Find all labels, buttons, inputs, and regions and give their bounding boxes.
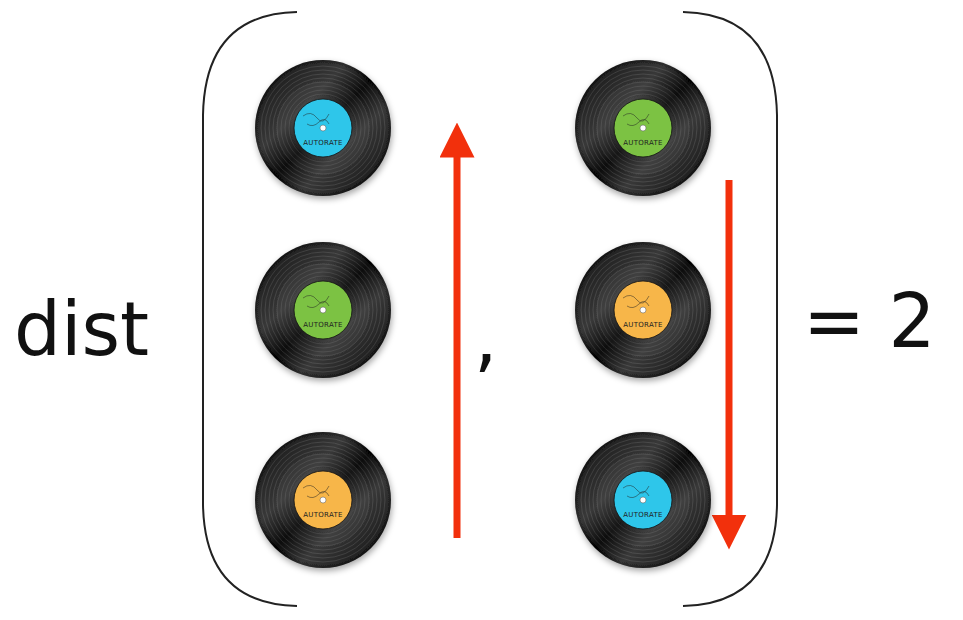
function-name: dist bbox=[14, 292, 149, 366]
vinyl-record: AUTORATE bbox=[253, 58, 393, 198]
record-disc bbox=[253, 58, 393, 198]
up-arrow bbox=[454, 140, 461, 538]
vinyl-record: AUTORATE bbox=[253, 240, 393, 380]
record-label: AUTORATE bbox=[253, 322, 393, 329]
down-arrow bbox=[726, 180, 733, 532]
vinyl-record: AUTORATE bbox=[573, 58, 713, 198]
result-text: = 2 bbox=[803, 284, 936, 358]
vinyl-record: AUTORATE bbox=[253, 430, 393, 570]
record-disc bbox=[573, 240, 713, 380]
vinyl-record: AUTORATE bbox=[573, 430, 713, 570]
record-label: AUTORATE bbox=[253, 512, 393, 519]
record-disc bbox=[573, 58, 713, 198]
separator: , bbox=[474, 300, 498, 374]
record-label: AUTORATE bbox=[253, 140, 393, 147]
record-label: AUTORATE bbox=[573, 512, 713, 519]
vinyl-record: AUTORATE bbox=[573, 240, 713, 380]
record-disc bbox=[573, 430, 713, 570]
record-disc bbox=[253, 240, 393, 380]
record-disc bbox=[253, 430, 393, 570]
record-label: AUTORATE bbox=[573, 322, 713, 329]
record-label: AUTORATE bbox=[573, 140, 713, 147]
